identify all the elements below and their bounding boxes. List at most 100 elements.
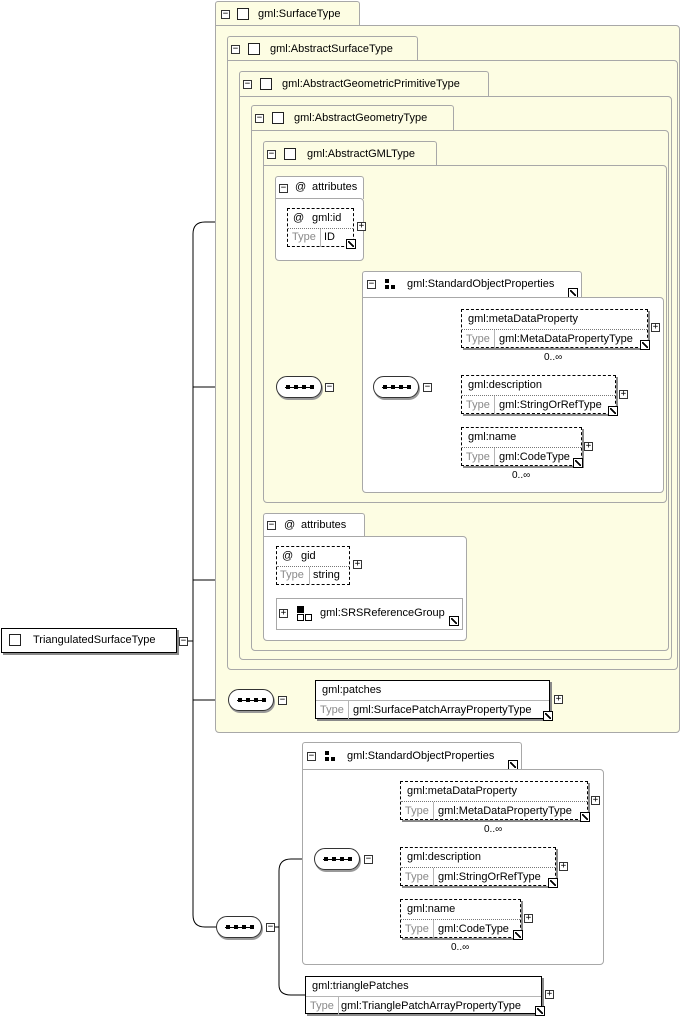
gid-name: gid [301,550,316,562]
collapse-icon[interactable]: − [423,382,432,392]
meta-data-property-element[interactable]: gml:metaDataProperty Type gml:MetaDataPr… [400,781,588,820]
at-symbol: @ [282,550,294,562]
collapse-icon[interactable]: − [243,79,252,89]
standard-object-properties-label: gml:StandardObjectProperties [407,278,555,290]
root-type-box[interactable]: TriangulatedSurfaceType [1,628,177,653]
patches-type: gml:SurfacePatchArrayPropertyType [353,704,532,716]
gid-attribute[interactable]: @ gid Type string [276,546,350,585]
triangle-patches-type: gml:TrianglePatchArrayPropertyType [341,1000,521,1012]
gml-id-attribute[interactable]: @ gml:id Type ID [287,208,354,247]
collapse-icon[interactable]: − [364,854,373,864]
abstract-geometric-primitive-type-tab[interactable]: − gml:AbstractGeometricPrimitiveType [239,71,489,97]
type-link-icon[interactable] [580,812,590,822]
meta-data-property-type: gml:MetaDataPropertyType [438,805,572,817]
surface-type-tab[interactable]: − gml:SurfaceType [215,1,360,26]
type-checkbox-icon [272,112,284,124]
collapse-icon[interactable]: − [267,520,276,530]
type-key: Type [462,330,495,348]
name-element-type: gml:CodeType [438,923,509,935]
expand-icon[interactable]: + [279,608,288,618]
attributes-label: attributes [312,181,358,193]
group-icon [325,751,329,755]
description-name: gml:description [407,851,481,863]
gml-id-name: gml:id [312,212,342,224]
multiplicity-label: 0..∞ [484,824,503,835]
type-checkbox-icon [248,43,260,55]
standard-object-properties-tab[interactable]: − gml:StandardObjectProperties [362,271,582,298]
type-key: Type [280,569,304,581]
multiplicity-label: 0..∞ [512,470,531,481]
name-element-name: gml:name [407,903,456,915]
collapse-icon[interactable]: − [278,695,287,705]
type-key: Type [462,448,495,466]
attributes-label: attributes [301,519,347,531]
srs-reference-group[interactable]: + gml:SRSReferenceGroup [276,598,463,630]
name-element-name: gml:name [468,431,517,443]
attributes-tab[interactable]: − @ attributes [263,513,365,537]
expand-icon[interactable]: + [619,389,628,399]
abstract-geometry-type-tab[interactable]: − gml:AbstractGeometryType [251,105,454,131]
expand-icon[interactable]: + [545,989,554,999]
at-symbol: @ [293,212,305,224]
multiplicity-label: 0..∞ [544,352,563,363]
collapse-icon[interactable]: − [231,44,240,54]
type-checkbox-icon [9,634,21,646]
expand-icon[interactable]: + [591,795,600,805]
sequence-compositor-icon[interactable] [373,376,419,398]
collapse-icon[interactable]: − [267,149,276,159]
description-element[interactable]: gml:description Type gml:StringOrRefType [400,847,556,886]
abstract-surface-type-tab[interactable]: − gml:AbstractSurfaceType [227,36,418,61]
abstract-surface-type-label: gml:AbstractSurfaceType [270,43,393,55]
collapse-icon[interactable]: − [279,183,288,193]
description-type: gml:StringOrRefType [438,871,541,883]
type-key: Type [401,868,434,886]
type-link-icon[interactable] [535,1006,545,1016]
attributes-tab[interactable]: − @ attributes [275,176,364,199]
abstract-gml-type-tab[interactable]: − gml:AbstractGMLType [263,141,437,166]
collapse-icon[interactable]: − [325,382,334,392]
at-symbol: @ [295,181,307,193]
collapse-icon[interactable]: − [221,9,230,19]
multiplicity-label: 0..∞ [451,942,470,953]
abstract-geometry-type-label: gml:AbstractGeometryType [294,112,428,124]
expand-icon[interactable]: + [651,322,660,332]
expand-icon[interactable]: + [559,861,568,871]
collapse-icon[interactable]: − [179,636,188,646]
sequence-compositor-icon[interactable] [216,916,262,938]
type-link-icon[interactable] [608,406,618,416]
type-link-icon[interactable] [548,878,558,888]
type-link-icon[interactable] [449,616,459,626]
expand-icon[interactable]: + [524,913,533,923]
expand-icon[interactable]: + [353,559,362,569]
type-link-icon[interactable] [513,930,523,940]
expand-icon[interactable]: + [357,221,366,231]
triangle-patches-element[interactable]: gml:trianglePatches Type gml:TrianglePat… [305,976,542,1015]
patches-element[interactable]: gml:patches Type gml:SurfacePatchArrayPr… [315,680,550,719]
expand-icon[interactable]: + [554,694,563,704]
type-link-icon[interactable] [573,458,583,468]
group-icon [385,279,389,283]
description-element[interactable]: gml:description Type gml:StringOrRefType [461,375,616,414]
meta-data-property-element[interactable]: gml:metaDataProperty Type gml:MetaDataPr… [461,309,648,348]
collapse-icon[interactable]: − [367,279,376,289]
type-link-icon[interactable] [346,239,356,249]
expand-icon[interactable]: + [584,441,593,451]
sequence-compositor-icon[interactable] [276,376,322,398]
collapse-icon[interactable]: − [307,751,316,761]
sequence-compositor-icon[interactable] [228,689,274,711]
standard-object-properties-tab[interactable]: − gml:StandardObjectProperties [302,742,522,770]
type-link-icon[interactable] [543,711,553,721]
gid-type: string [313,569,340,581]
gml-id-type: ID [324,231,335,243]
type-link-icon[interactable] [640,340,650,350]
abstract-geometric-primitive-type-label: gml:AbstractGeometricPrimitiveType [282,78,460,90]
type-checkbox-icon [260,78,272,90]
sequence-compositor-icon[interactable] [314,848,360,870]
name-element[interactable]: gml:name Type gml:CodeType [400,899,521,938]
standard-object-properties-label: gml:StandardObjectProperties [347,750,495,762]
collapse-icon[interactable]: − [266,922,275,932]
type-checkbox-icon [284,148,296,160]
name-element[interactable]: gml:name Type gml:CodeType [461,427,582,466]
collapse-icon[interactable]: − [255,113,264,123]
type-key: Type [306,997,339,1015]
